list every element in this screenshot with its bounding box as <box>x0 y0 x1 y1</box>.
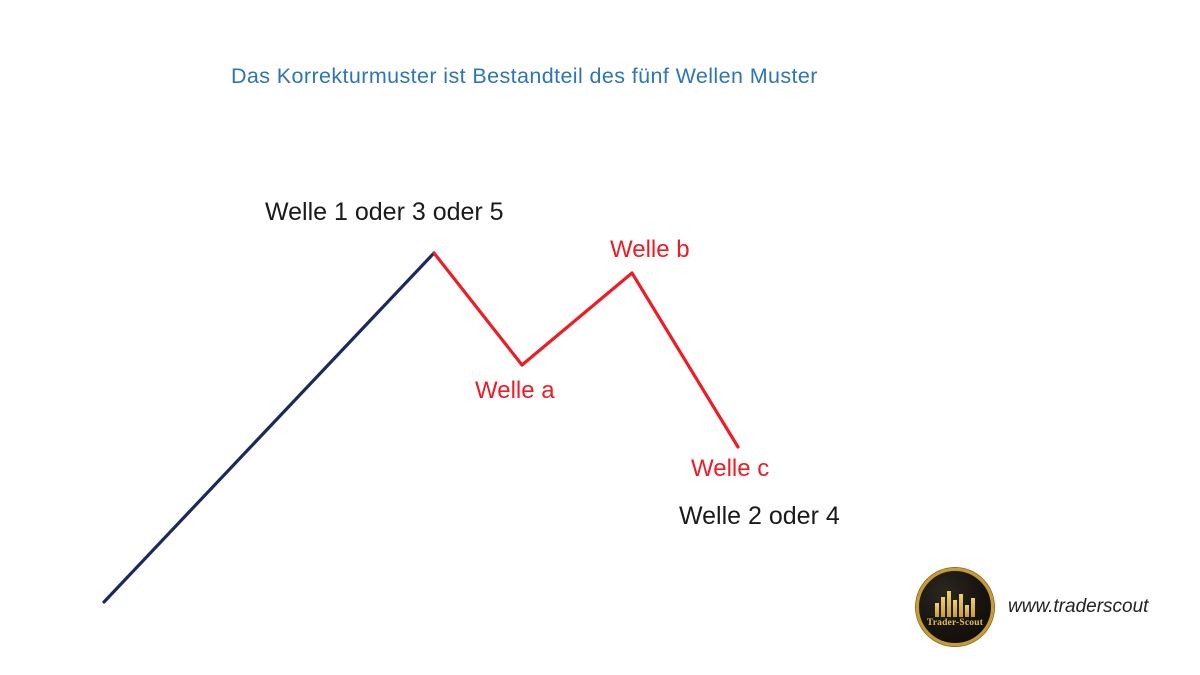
label-wave-a: Welle a <box>475 377 555 404</box>
logo-wordmark: Trader-Scout <box>926 618 984 628</box>
label-wave-b: Welle b <box>610 236 690 263</box>
page-title: Das Korrekturmuster ist Bestandteil des … <box>231 64 818 88</box>
bar-chart-icon <box>935 591 975 618</box>
correction-wave-line <box>432 251 740 449</box>
label-impulse-wave: Welle 1 oder 3 oder 5 <box>265 198 504 226</box>
label-wave-c: Welle c <box>691 455 770 482</box>
impulse-wave-line <box>102 251 436 604</box>
site-url: www.traderscout <box>1008 596 1149 617</box>
trader-scout-logo-icon: Trader-Scout <box>916 568 994 646</box>
label-correction-wave: Welle 2 oder 4 <box>679 502 840 530</box>
branding: Trader-Scout www.traderscout <box>916 568 1148 646</box>
